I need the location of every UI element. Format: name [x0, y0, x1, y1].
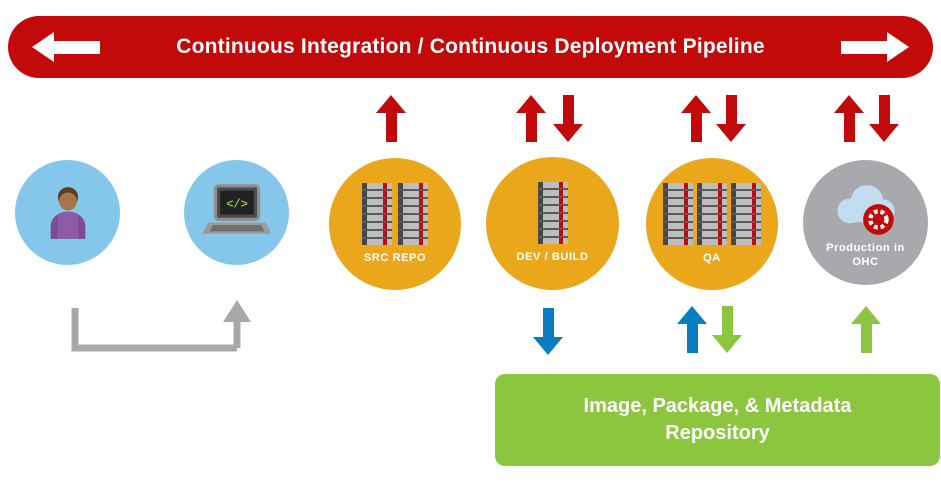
qa-label: QA [703, 251, 721, 264]
qa-node: QA [646, 158, 778, 290]
connector-arrow-head-icon [223, 300, 251, 322]
developer-node [15, 160, 120, 265]
arrow-right-head-icon [887, 32, 909, 62]
qa-down-arrow-icon [716, 95, 746, 142]
server-icon [697, 182, 727, 245]
dev-build-to-repository-arrow-icon [533, 308, 563, 355]
server-stack-icon [663, 182, 761, 245]
workstation-node: </> [184, 160, 289, 265]
qa-to-repository-arrow-icon [712, 306, 742, 353]
dev-build-node: DEV / BUILD [486, 157, 619, 290]
arrow-right-icon [841, 32, 909, 62]
cloud-openshift-icon [836, 184, 895, 235]
pipeline-banner: Continuous Integration / Continuous Depl… [8, 16, 933, 78]
dev-build-down-arrow-icon [553, 95, 583, 142]
production-node: Production in OHC [803, 160, 928, 285]
pipeline-title: Continuous Integration / Continuous Depl… [176, 35, 765, 58]
repository-to-qa-arrow-icon [677, 306, 707, 353]
person-icon [50, 186, 85, 239]
repository-label-line1: Image, Package, & Metadata [583, 395, 852, 417]
production-up-arrow-icon [834, 95, 864, 142]
src-repo-label: SRC REPO [363, 251, 427, 264]
server-icon [731, 182, 761, 245]
qa-up-arrow-icon [681, 95, 711, 142]
server-stack-icon [537, 182, 568, 245]
production-down-arrow-icon [869, 95, 899, 142]
arrow-left-head-icon [32, 32, 54, 62]
server-icon [537, 182, 568, 245]
repository-label-line2: Repository [665, 422, 770, 444]
arrow-left-shaft [54, 40, 100, 54]
server-stack-icon [362, 182, 428, 245]
server-icon [398, 182, 428, 245]
src-repo-up-arrow-icon [376, 95, 406, 142]
server-icon [663, 182, 693, 245]
server-icon [362, 182, 392, 245]
openshift-badge-icon [862, 203, 894, 235]
src-repo-node: SRC REPO [329, 158, 461, 290]
arrow-left-icon [32, 32, 100, 62]
repository-box: Image, Package, & Metadata Repository [495, 374, 940, 466]
production-label: Production in OHC [826, 241, 905, 268]
repository-to-production-arrow-icon [851, 306, 881, 353]
dev-build-up-arrow-icon [516, 95, 546, 142]
dev-build-label: DEV / BUILD [516, 251, 589, 264]
laptop-icon: </> [202, 183, 271, 234]
developer-to-workstation-connector [71, 300, 251, 352]
code-glyph: </> [226, 197, 248, 211]
arrow-right-shaft [841, 40, 887, 54]
